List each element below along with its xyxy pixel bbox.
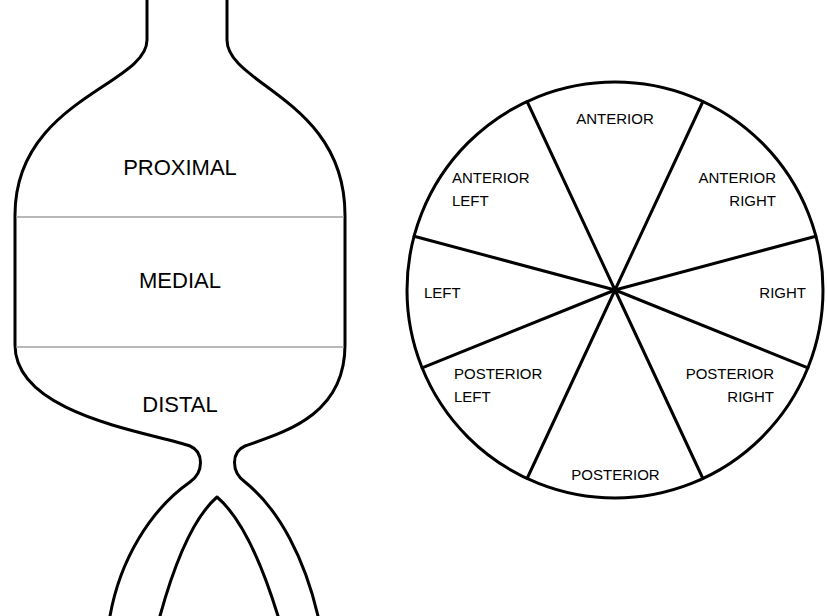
sector-spoke: [527, 102, 615, 291]
region-label: DISTAL: [141, 392, 219, 418]
circle-sector: ANTERIOR RIGHT: [676, 166, 776, 213]
vessel-outline-right: [227, 0, 345, 616]
region-label: ANTERIOR RIGHT: [676, 166, 776, 213]
section-circle: [407, 82, 823, 498]
vessel-band: PROXIMAL: [122, 155, 238, 181]
region-label: POSTERIOR: [570, 463, 661, 486]
vessel-outline-left: [15, 0, 201, 616]
sector-spoke: [527, 290, 615, 479]
sector-spoke: [615, 290, 808, 368]
region-label: ANTERIOR: [575, 107, 655, 130]
circle-sector: POSTERIOR RIGHT: [674, 362, 774, 409]
circle-sector: POSTERIOR: [570, 463, 661, 486]
region-label: RIGHT: [757, 281, 806, 304]
region-label: POSTERIOR RIGHT: [674, 362, 774, 409]
sector-spoke: [615, 290, 703, 479]
bifurcation-crotch: [160, 497, 278, 616]
sector-spoke: [422, 290, 615, 368]
sector-spoke: [615, 236, 816, 290]
vessel-band: DISTAL: [141, 392, 219, 418]
band-divider: [16, 216, 344, 218]
circle-sector: RIGHT: [757, 281, 806, 304]
vessel-band: MEDIAL: [138, 268, 222, 294]
region-label: POSTERIOR LEFT: [454, 362, 554, 409]
sector-spoke: [414, 236, 615, 290]
circle-sector: LEFT: [424, 281, 463, 304]
circle-sector: POSTERIOR LEFT: [454, 362, 554, 409]
region-label: PROXIMAL: [122, 155, 238, 181]
region-label: LEFT: [424, 281, 463, 304]
circle-sector: ANTERIOR LEFT: [452, 166, 552, 213]
band-divider: [16, 346, 344, 348]
region-label: ANTERIOR LEFT: [452, 166, 552, 213]
sector-spoke: [615, 102, 703, 291]
circle-sector: ANTERIOR: [575, 107, 655, 130]
region-label: MEDIAL: [138, 268, 222, 294]
